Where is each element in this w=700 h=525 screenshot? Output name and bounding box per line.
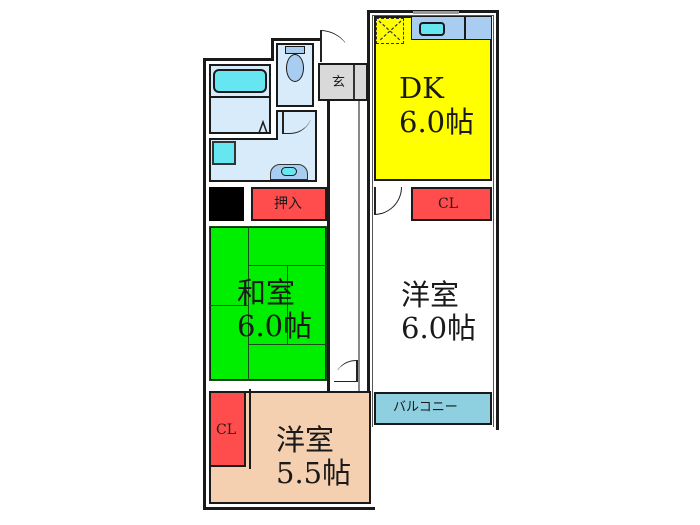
window-dk — [413, 11, 459, 14]
bath-divider — [211, 96, 269, 98]
closet-cl-left — [209, 391, 246, 467]
bath-door-icon — [258, 119, 268, 134]
hall-wall-right — [358, 101, 360, 391]
yoshitsu-5-5-name: 洋室 — [276, 423, 335, 457]
washitsu-name: 和室 — [237, 276, 296, 310]
oshiire-label: 押入 — [274, 196, 302, 212]
closet-oshiire — [251, 187, 327, 221]
hall-wall-left — [327, 101, 330, 391]
outer-wall-right-inner — [372, 15, 494, 427]
washing-machine-icon — [212, 141, 236, 165]
refrigerator-space-icon — [376, 18, 404, 44]
toilet-icon — [286, 54, 304, 82]
outer-wall-bottom — [203, 507, 375, 510]
room-washitsu — [209, 226, 327, 381]
kitchen-counter — [411, 16, 492, 40]
yoshitsu-5-5-inner — [249, 389, 251, 469]
washitsu-size: 6.0帖 — [237, 309, 313, 343]
washbasin-bowl-icon — [281, 167, 297, 176]
balcony — [374, 392, 492, 425]
cl-left-label: CL — [216, 422, 237, 438]
cl-right-label: CL — [438, 196, 459, 212]
genkan — [318, 63, 368, 101]
outer-wall-step — [271, 38, 274, 61]
dk-name: DK — [399, 71, 444, 105]
dk-size: 6.0帖 — [399, 105, 475, 139]
yoshitsu-5-5-size: 5.5帖 — [276, 456, 352, 490]
bathtub-icon — [213, 69, 267, 93]
kitchen-sink-icon — [419, 22, 445, 36]
genkan-label: 玄 — [332, 75, 346, 90]
tatami-mat — [248, 226, 327, 266]
yoshitsu-6-name: 洋室 — [401, 278, 460, 312]
toilet-tank-icon — [285, 46, 305, 54]
yoshitsu-6-size: 6.0帖 — [401, 311, 477, 345]
refrigerator-x-icon — [378, 20, 402, 42]
entrance-door-icon — [320, 30, 352, 62]
tatami-mat — [248, 344, 327, 381]
pillar-shaft — [209, 187, 244, 221]
outer-wall-toilet-top — [271, 38, 321, 41]
closet-cl-right — [411, 187, 492, 221]
balcony-label: バルコニー — [393, 400, 458, 415]
outer-wall-left-top — [203, 58, 274, 61]
